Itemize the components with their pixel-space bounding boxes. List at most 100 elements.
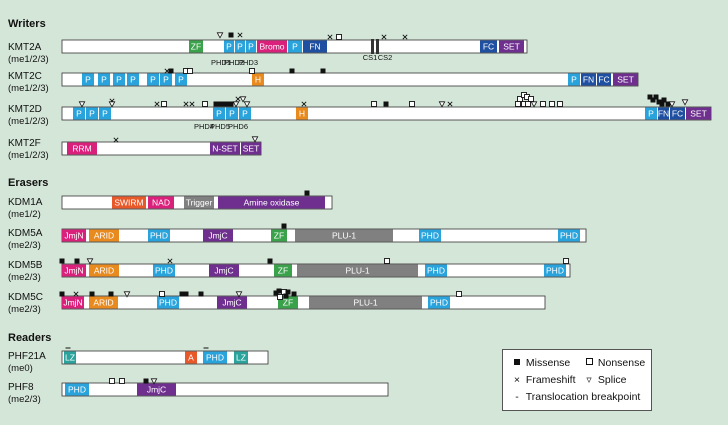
domain-label-kdm5c-2: PHD — [159, 298, 177, 308]
translocation-icon: - — [515, 391, 519, 403]
mutation-nonsense-phf8-0 — [109, 378, 115, 384]
domain-kmt2d-1 — [86, 107, 98, 120]
domain-kmt2c-0 — [82, 73, 94, 86]
mutation-frameshift-kmt2d-5 — [183, 101, 189, 107]
mutation-missense-kmt2c-5 — [320, 68, 326, 74]
mutation-legend: Missense Nonsense × Frameshift ▿ Splice … — [502, 349, 652, 411]
domain-label-kmt2f-1: N-SET — [212, 144, 238, 154]
domain-label-kdm5c-4: ZF — [283, 298, 293, 308]
domain-label-kdm5a-4: ZF — [274, 231, 284, 241]
domain-kdm5a-6 — [419, 229, 441, 242]
domain-label-kmt2c-10: FC — [598, 75, 609, 85]
domain-label-kdm5b-5: PLU-1 — [345, 266, 369, 276]
annotation-kmt2a-4: CS2 — [378, 53, 393, 62]
mutation-missense-kmt2d-10 — [223, 101, 229, 107]
mutation-nonsense-kmt2d-32 — [528, 96, 534, 102]
mutation-splice-kdm5c-9 — [235, 291, 243, 298]
domain-label-kdm5c-1: ARID — [93, 298, 113, 308]
domain-label-kdm1a-2: Trigger — [186, 198, 213, 208]
mutation-missense-kmt2d-36 — [656, 99, 662, 105]
domain-label-kmt2c-7: H — [255, 75, 261, 85]
domain-kmt2c-5 — [160, 73, 172, 86]
domain-kdm5c-0 — [62, 296, 84, 309]
mutation-missense-kmt2c-4 — [289, 68, 295, 74]
cleavage-site-2 — [376, 39, 379, 54]
mutation-missense-kdm5c-8 — [198, 291, 204, 297]
domain-label-kdm5a-1: ARID — [94, 231, 114, 241]
domain-label-kmt2c-11: SET — [617, 75, 634, 85]
mutation-nonsense-kdm5c-5 — [159, 291, 165, 297]
legend-translocation: - Translocation breakpoint — [511, 391, 640, 403]
domain-kdm5b-7 — [544, 264, 566, 277]
domain-label-phf8-1: JmjC — [147, 385, 166, 395]
mutation-nonsense-kdm5b-5 — [384, 258, 390, 264]
domain-kmt2a-0 — [189, 40, 203, 53]
protein-specificity-kmt2d: (me1/2/3) — [8, 116, 49, 127]
mutation-missense-kmt2d-11 — [228, 101, 234, 107]
protein-name-kmt2a: KMT2A — [8, 42, 42, 53]
mutation-missense-kdm5b-4 — [267, 258, 273, 264]
domain-kmt2d-8 — [658, 107, 669, 120]
legend-nonsense-label: Nonsense — [597, 357, 646, 369]
domain-kdm5a-0 — [62, 229, 86, 242]
domain-kdm5a-5 — [295, 229, 393, 242]
mutation-nonsense-kmt2c-6 — [249, 68, 255, 74]
domain-kmt2d-3 — [213, 107, 225, 120]
domain-label-kmt2d-3: P — [216, 109, 222, 119]
domain-label-kdm1a-3: Amine oxidase — [244, 198, 300, 208]
domain-kdm5a-2 — [148, 229, 170, 242]
mutation-nonsense-kmt2c-3 — [187, 68, 193, 74]
domain-kdm5c-3 — [217, 296, 247, 309]
mutation-missense-kdm5c-3 — [108, 291, 114, 297]
domain-phf8-1 — [137, 383, 176, 396]
domain-kdm1a-1 — [148, 196, 174, 209]
domain-label-kdm5c-3: JmjC — [222, 298, 241, 308]
domain-label-kmt2a-1: P — [226, 42, 232, 52]
mutation-splice-kmt2d-20 — [438, 101, 446, 108]
mutation-missense-phf8-2 — [143, 378, 149, 384]
domain-label-kmt2a-3: P — [248, 42, 254, 52]
domain-label-kmt2d-2: P — [102, 109, 108, 119]
mutation-nonsense-kmt2d-28 — [557, 101, 563, 107]
annotation-kmt2a-2: PHD3 — [238, 58, 258, 67]
legend-frameshift: × Frameshift — [511, 374, 576, 386]
domain-label-kdm5b-3: JmjC — [214, 266, 233, 276]
domain-label-kmt2f-2: SET — [243, 144, 260, 154]
mutation-splice-kmt2d-40 — [668, 101, 676, 108]
domain-kdm5a-4 — [271, 229, 287, 242]
legend-splice-label: Splice — [597, 374, 627, 386]
mutation-nonsense-kdm5b-6 — [563, 258, 569, 264]
domain-label-kmt2d-9: FC — [672, 109, 683, 119]
mutation-frameshift-kmt2a-2 — [237, 32, 243, 38]
domain-label-kmt2c-1: P — [101, 75, 107, 85]
domain-kmt2c-11 — [613, 73, 638, 86]
section-title-writers: Writers — [8, 18, 46, 30]
domain-kmt2f-2 — [241, 142, 261, 155]
mutation-missense-kmt2d-39 — [659, 101, 665, 107]
mutation-missense-kmt2d-9 — [218, 101, 224, 107]
legend-translocation-label: Translocation breakpoint — [525, 391, 641, 403]
mutation-missense-kmt2d-18 — [383, 101, 389, 107]
protein-specificity-kdm5b: (me2/3) — [8, 272, 41, 283]
domain-kdm5a-3 — [203, 229, 233, 242]
mutation-missense-kdm5a-0 — [281, 223, 287, 229]
mutation-nonsense-kmt2d-22 — [515, 101, 521, 107]
mutation-missense-kdm5b-1 — [74, 258, 80, 264]
mutation-missense-kdm5c-10 — [273, 290, 279, 296]
domain-label-kdm5c-0: JmjN — [63, 298, 82, 308]
mutation-missense-kmt2a-1 — [228, 32, 234, 38]
domain-label-kmt2a-0: ZF — [191, 42, 201, 52]
mutation-missense-kdm5c-2 — [89, 291, 95, 297]
mutation-splice-kmt2d-2 — [108, 101, 116, 108]
splice-icon: ▿ — [586, 374, 592, 386]
protein-name-kdm1a: KDM1A — [8, 197, 43, 208]
domain-label-kmt2d-10: SET — [690, 109, 707, 119]
mutation-missense-kdm1a-0 — [304, 190, 310, 196]
mutation-splice-kmt2d-12 — [232, 101, 240, 108]
domain-label-kdm5a-2: PHD — [150, 231, 168, 241]
mutation-nonsense-kmt2d-29 — [517, 96, 523, 102]
domain-label-kmt2c-6: P — [178, 75, 184, 85]
protein-name-kdm5c: KDM5C — [8, 292, 43, 303]
mutation-splice-kmt2d-14 — [239, 96, 247, 103]
